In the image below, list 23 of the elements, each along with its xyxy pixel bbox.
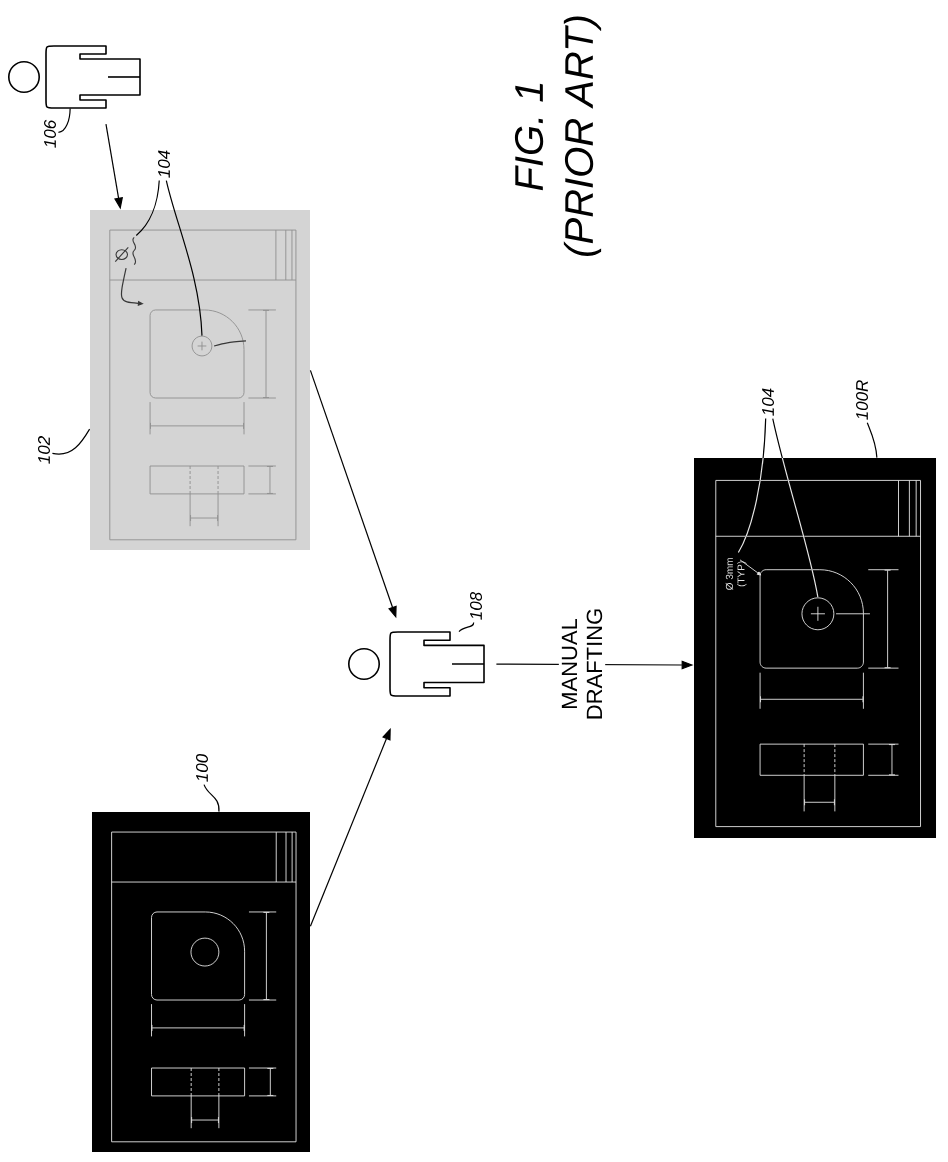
reference-number: 106 (44, 119, 56, 148)
handwritten-note (114, 236, 137, 266)
reference-number: 104 (158, 150, 170, 178)
reference-number: 108 (470, 591, 482, 620)
reference-number: 100R (856, 380, 868, 420)
leader-line (165, 179, 203, 337)
reference-number: 100 (196, 753, 208, 782)
leader-line (57, 107, 71, 133)
hole-circle (191, 335, 213, 357)
person-icon (8, 45, 141, 109)
leader-line (866, 422, 878, 459)
leader-line (51, 428, 91, 455)
reference-number: 104 (762, 388, 774, 416)
leader-line (772, 417, 819, 598)
hole-circle (801, 597, 835, 631)
leader-line (458, 622, 475, 633)
edge-label: MANUAL DRAFTING (558, 599, 606, 729)
person-icon (348, 631, 485, 697)
leader-line (135, 179, 160, 237)
reference-number: 102 (38, 436, 50, 464)
leader-line (203, 784, 220, 813)
figure-caption: FIG. 1 (PRIOR ART) (514, 16, 602, 256)
leader-line (737, 417, 767, 554)
